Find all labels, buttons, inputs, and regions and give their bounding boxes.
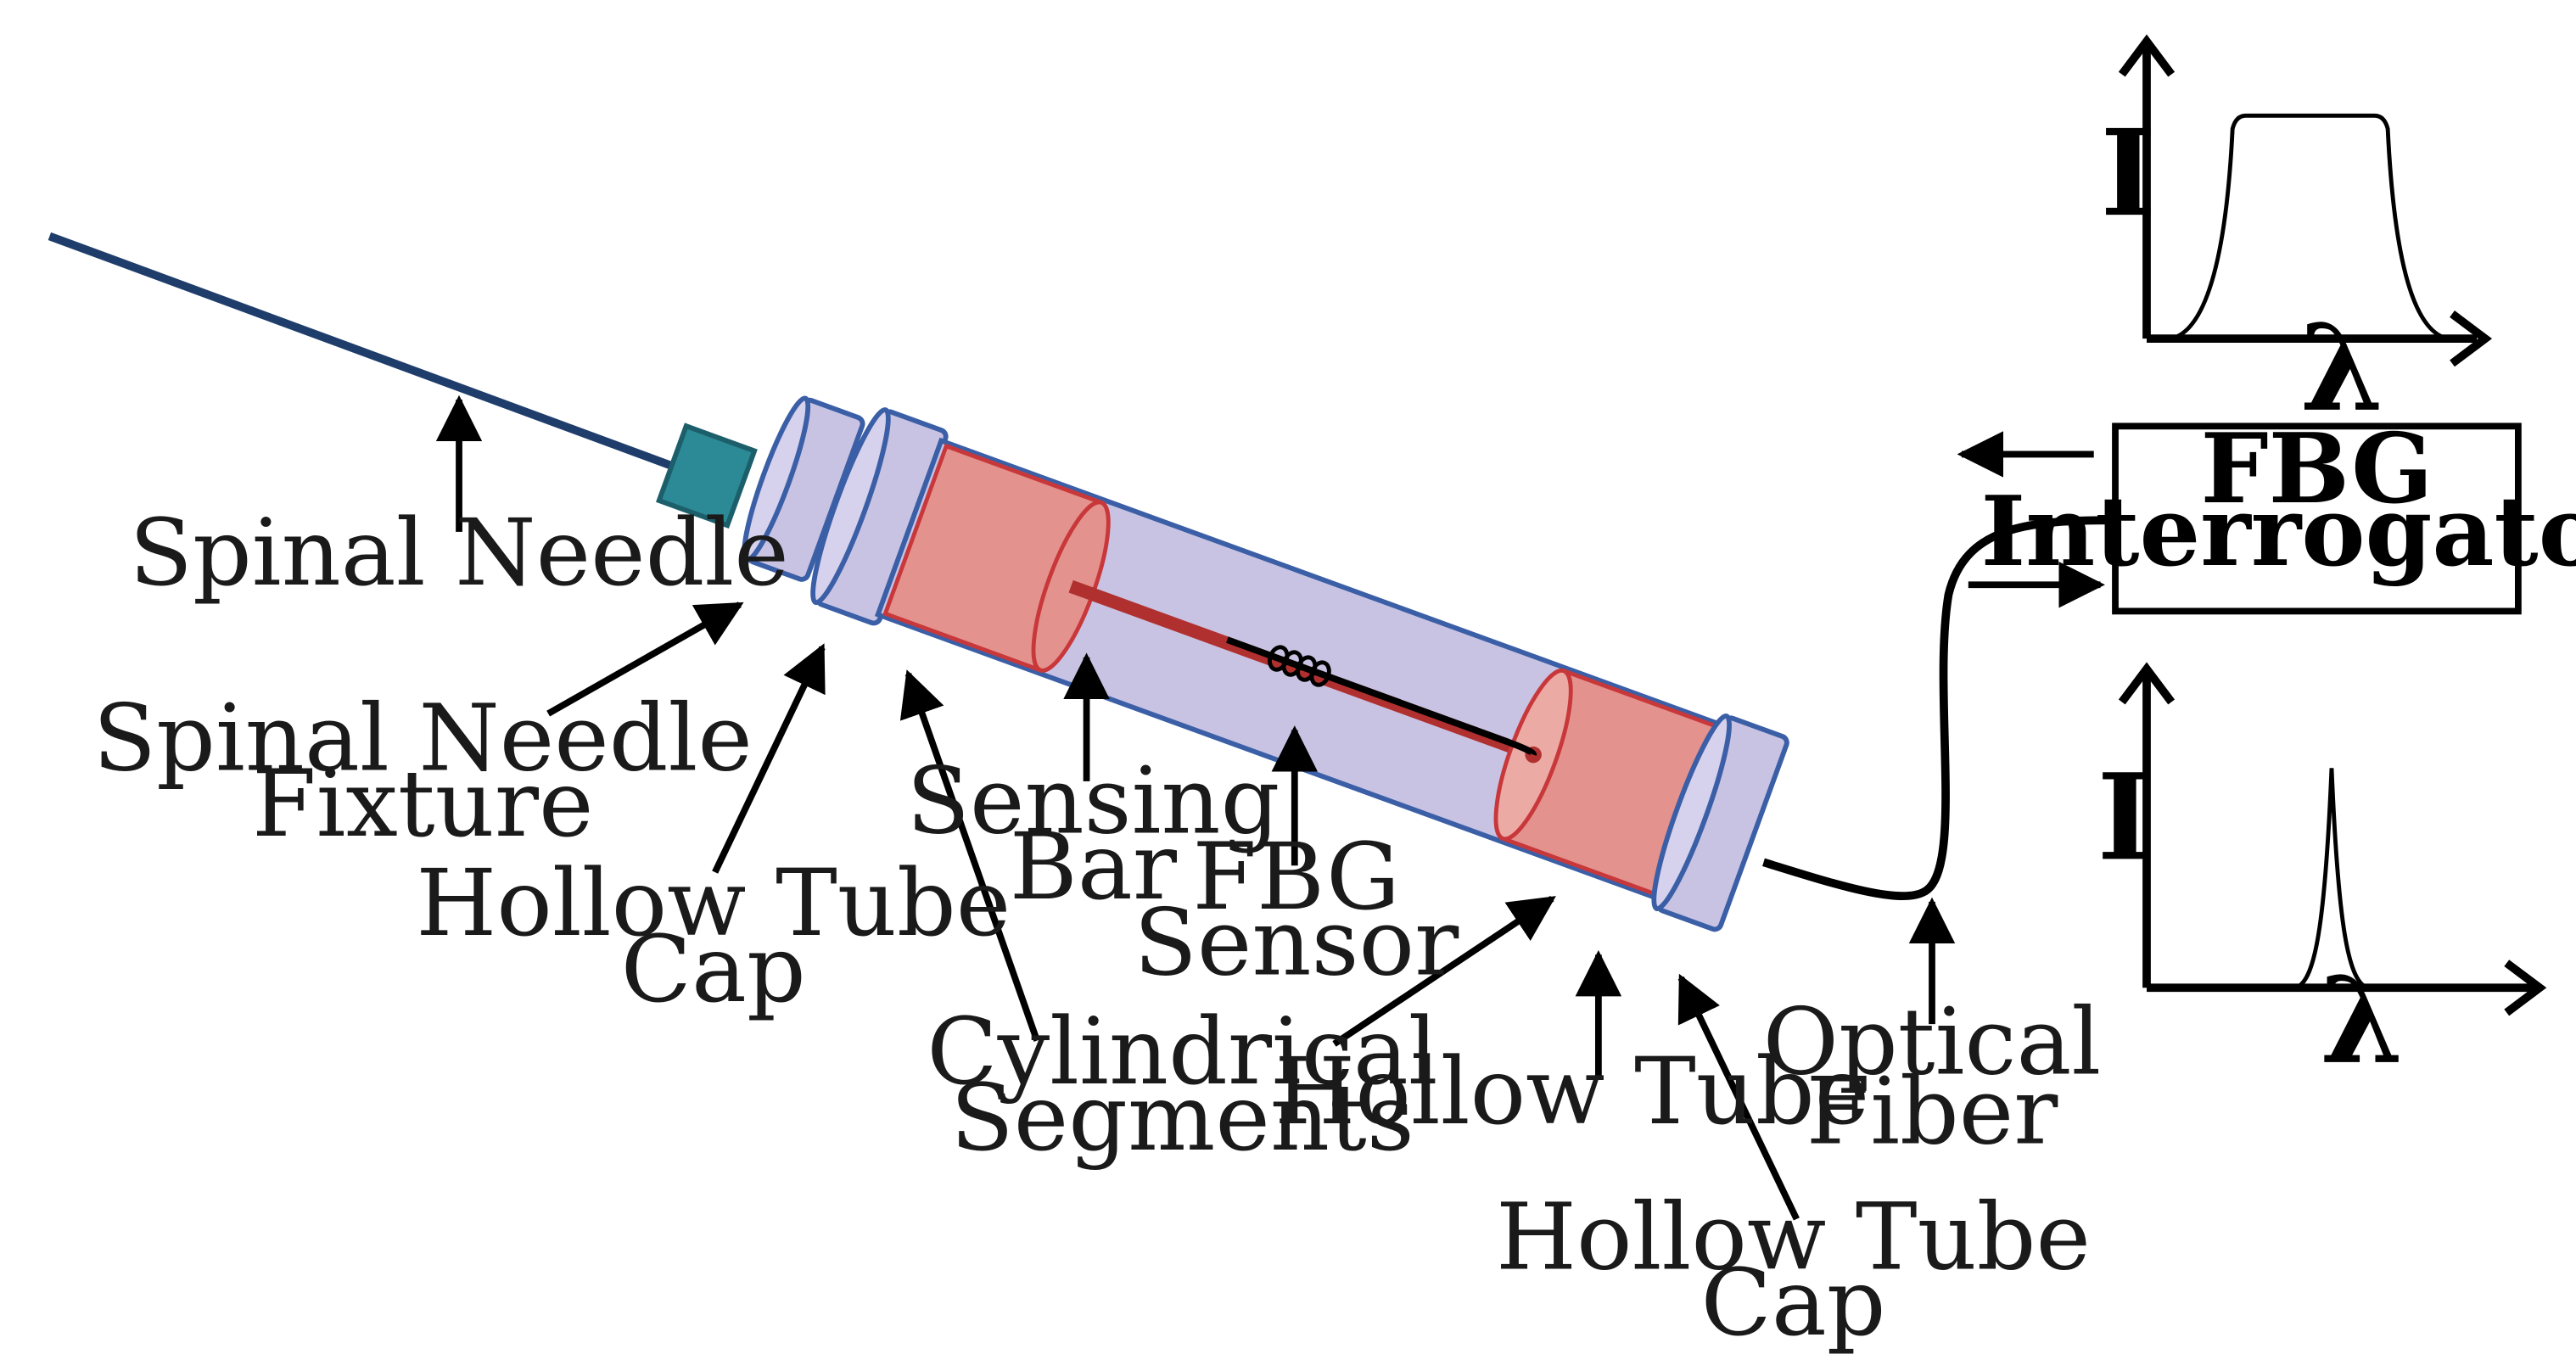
label-sensing-bar-1: Sensing [906,747,1280,854]
label-fbg-sensor-2: Sensor [1134,889,1459,997]
label-fbg-sensor-1: FBG [1192,823,1400,931]
reflected-peak-curve [2294,768,2369,990]
spinal-needle [48,232,687,475]
spectrum-top-y-symbol: I [2101,104,2157,243]
label-hollow-tube-cap-right-2: Cap [1700,1249,1885,1357]
label-hollow-tube-cap-left-1: Hollow Tube [416,849,1011,957]
broadband-spectrum-curve [2170,113,2448,341]
spectrum-top-x-symbol: λ [2300,299,2383,439]
tube-assembly [742,395,1789,932]
interrogator-line-2: Interrogator [1980,475,2576,588]
optical-fiber [1762,516,2114,901]
label-spinal-needle-fixture-2: Fixture [252,750,593,858]
spectrum-bottom: I λ [2097,662,2547,1091]
label-hollow-tube-cap-left-2: Cap [621,915,806,1023]
leader-arrows [435,395,1956,1221]
label-hollow-tube-cap-right-1: Hollow Tube [1496,1183,2091,1290]
label-cylindrical-segments-1: Cylindrical [927,998,1437,1105]
label-optical-fiber-1: Optical [1763,988,2102,1096]
spectrum-top: I λ [2101,34,2493,439]
fbg-grating-icon [1268,645,1331,687]
label-sensing-bar-2: Bar [1010,813,1178,921]
label-optical-fiber-2: Fiber [1806,1057,2059,1165]
interrogator-line-1: FBG [2200,412,2433,525]
internal-fiber [1226,636,1537,757]
label-cylindrical-segments-2: Segments [950,1064,1414,1172]
needle-hub [656,422,758,529]
label-spinal-needle-fixture-1: Spinal Needle [93,684,753,792]
fbg-interrogator-box [2112,422,2522,615]
spectrum-bottom-y-symbol: I [2097,747,2153,887]
label-hollow-tube: Hollow Tube [1274,1038,1869,1145]
spectrum-bottom-x-symbol: λ [2320,951,2403,1091]
label-spinal-needle: Spinal Needle [129,499,788,607]
